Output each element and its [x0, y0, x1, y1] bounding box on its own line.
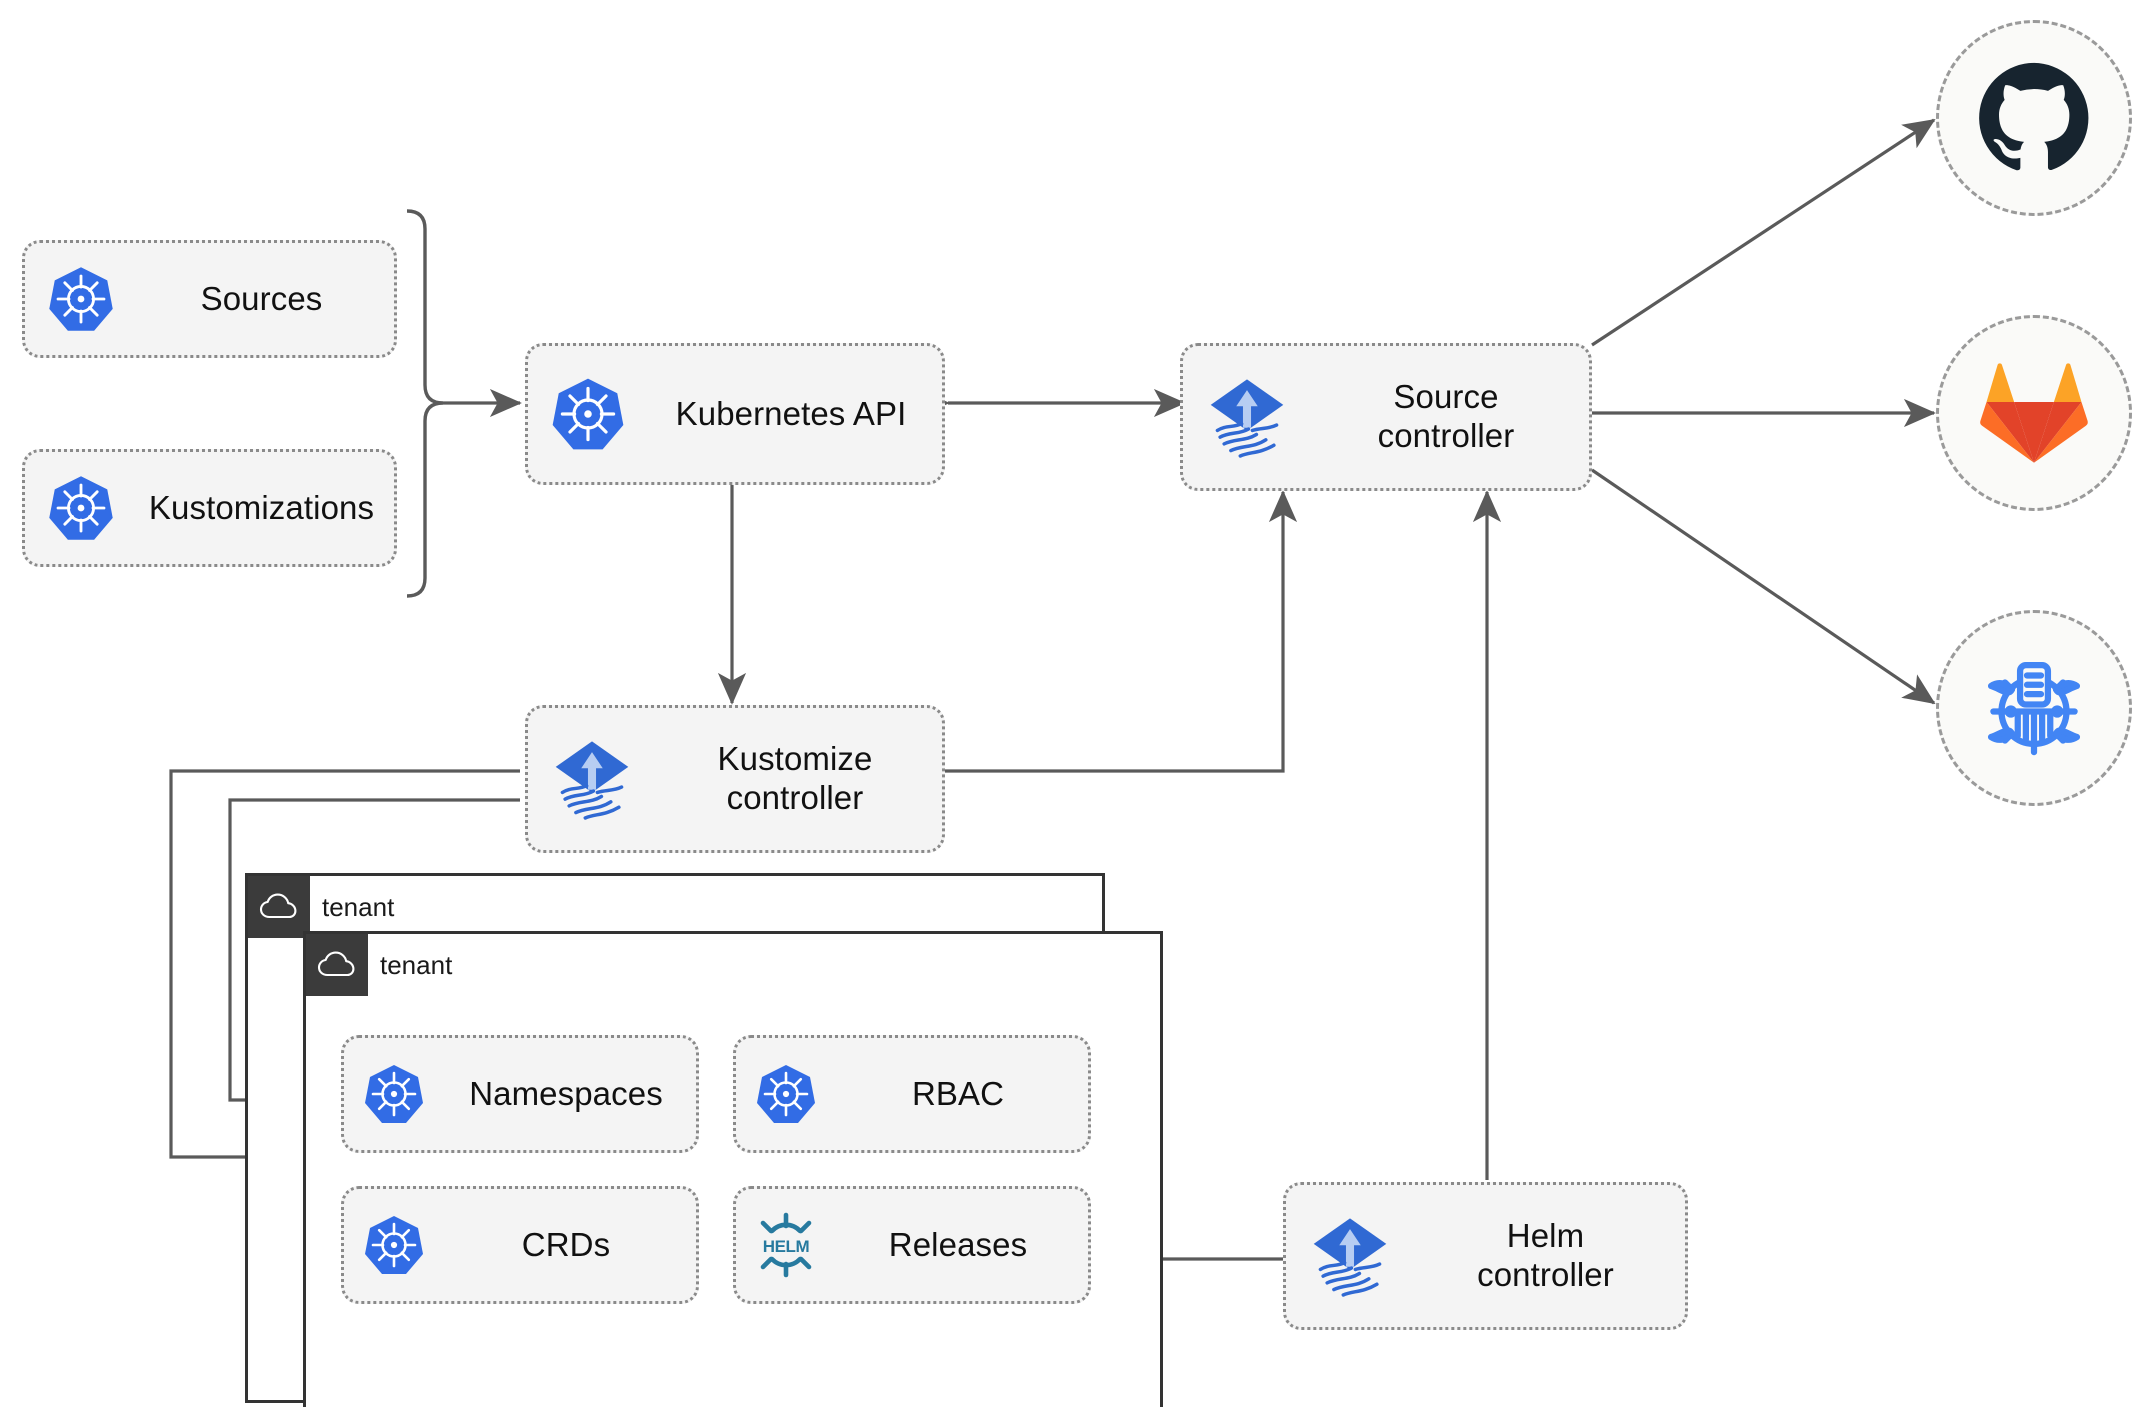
- tenant-label: tenant: [322, 891, 395, 922]
- node-label-line2: controller: [1377, 417, 1515, 454]
- tenant-resource-releases[interactable]: HELM Releases: [733, 1186, 1091, 1304]
- edge-source-ctrl-to-github: [1591, 118, 1936, 347]
- tenant-resource-label: Namespaces: [469, 1074, 663, 1112]
- resource-label: Kustomizations: [148, 488, 375, 526]
- kubernetes-icon: [25, 473, 137, 543]
- node-label-line2: controller: [1477, 1256, 1614, 1293]
- gitlab-icon: [1980, 363, 2088, 463]
- node-source-controller[interactable]: Source controller: [1180, 343, 1592, 491]
- svg-text:HELM: HELM: [763, 1237, 810, 1256]
- flux-icon: [528, 736, 656, 822]
- helm-icon: HELM: [736, 1209, 836, 1281]
- registry-github[interactable]: [1936, 20, 2132, 216]
- node-label: Kubernetes API: [675, 394, 907, 432]
- node-label-line2: controller: [726, 779, 864, 816]
- edge-source-ctrl-to-harbor: [1591, 468, 1936, 705]
- github-icon: [1979, 62, 2089, 171]
- edge-kustomize-ctrl-to-source-ctrl: [944, 490, 1298, 773]
- registry-gitlab[interactable]: [1936, 315, 2132, 511]
- node-label: Helm controller: [1414, 1217, 1685, 1295]
- kubernetes-icon: [25, 264, 137, 334]
- tenant-box-inner[interactable]: tenant: [303, 931, 1163, 1407]
- flux-icon: [1286, 1213, 1414, 1299]
- cloud-icon: [248, 876, 310, 938]
- tenant-resource-rbac[interactable]: RBAC: [733, 1035, 1091, 1153]
- node-helm-controller[interactable]: Helm controller: [1283, 1182, 1688, 1330]
- edge-resources-bracket: [406, 209, 444, 598]
- node-label-line1: Source: [1393, 378, 1499, 416]
- tenant-resource-label: RBAC: [911, 1074, 1005, 1112]
- kubernetes-icon: [528, 375, 648, 453]
- kubernetes-icon: [344, 1062, 444, 1126]
- resource-label: Sources: [200, 279, 323, 317]
- registry-harbor[interactable]: [1936, 610, 2132, 806]
- node-label-line1: Helm: [1506, 1217, 1585, 1255]
- harbor-icon: [1987, 661, 2081, 756]
- node-kubernetes-api[interactable]: Kubernetes API: [525, 343, 945, 485]
- node-label: Kustomize controller: [656, 740, 942, 818]
- cloud-icon: [306, 934, 368, 996]
- flux-icon: [1183, 374, 1311, 460]
- kubernetes-icon: [736, 1062, 836, 1126]
- node-label: Source controller: [1311, 378, 1589, 456]
- resource-box-kustomizations[interactable]: Kustomizations: [22, 449, 397, 567]
- tenant-resource-namespaces[interactable]: Namespaces: [341, 1035, 699, 1153]
- tenant-resource-crds[interactable]: CRDs: [341, 1186, 699, 1304]
- tenant-resource-label: CRDs: [521, 1225, 611, 1263]
- node-kustomize-controller[interactable]: Kustomize controller: [525, 705, 945, 853]
- tenant-resource-label: Releases: [888, 1225, 1028, 1263]
- kubernetes-icon: [344, 1213, 444, 1277]
- node-label-line1: Kustomize: [717, 740, 873, 778]
- tenant-label: tenant: [380, 949, 453, 980]
- resource-box-sources[interactable]: Sources: [22, 240, 397, 358]
